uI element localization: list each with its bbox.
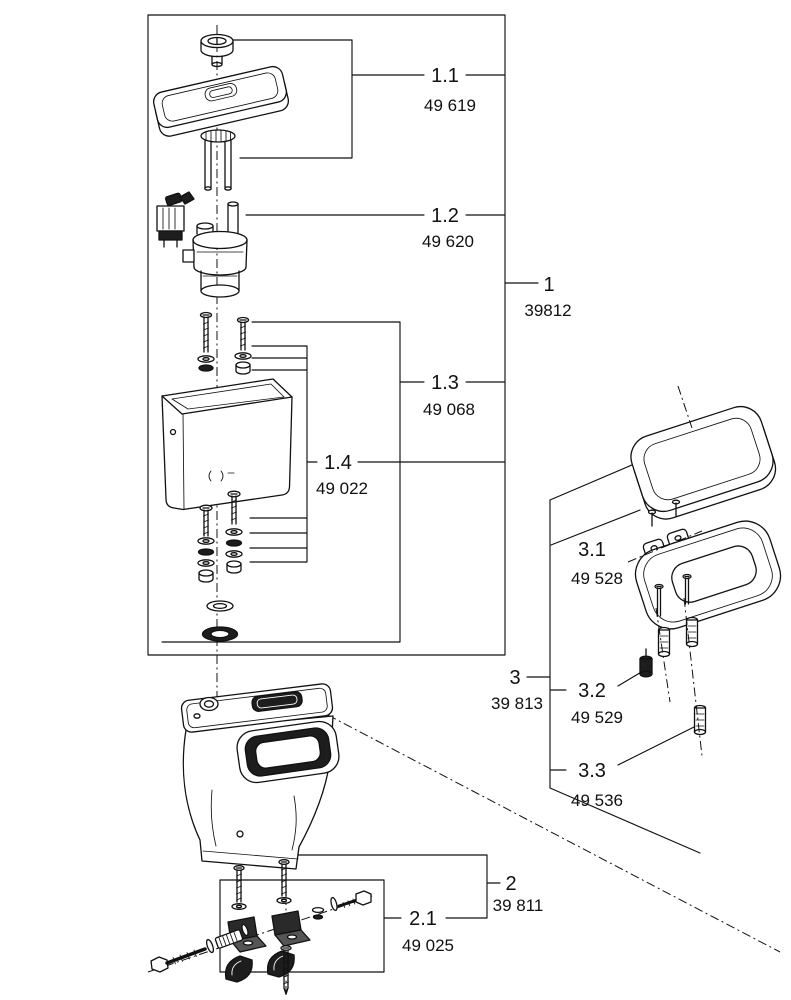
part-cistern-lid [152, 65, 290, 137]
partnum-1: 39812 [524, 301, 571, 320]
partnum-1-1: 49 619 [424, 96, 476, 115]
part-seat-lid [630, 405, 777, 520]
part-tank-bolts-bottom [197, 490, 243, 642]
partnum-2-1: 49 025 [402, 936, 454, 955]
group1-box [147, 14, 506, 656]
side-screw-axis [147, 895, 373, 973]
labels: 1.1 49 619 1.2 49 620 1 39812 1.3 49 068… [316, 65, 623, 955]
partnum-3-1: 49 528 [571, 569, 623, 588]
fixing-axis-right [683, 597, 703, 757]
callout-2-1: 2.1 [409, 908, 437, 930]
part-tank-bolts-top [197, 311, 252, 375]
callout-1: 1 [543, 274, 554, 296]
leader-3-3 [550, 726, 695, 771]
parts [150, 33, 782, 995]
partnum-1-3: 49 068 [423, 400, 475, 419]
hinge-axis [627, 530, 703, 563]
group1-1-box [229, 39, 353, 159]
callout-2: 2 [505, 873, 516, 895]
group2-1-box [219, 879, 385, 973]
part-cistern-tank [161, 378, 293, 511]
partnum-1-4: 49 022 [316, 479, 368, 498]
part-bowl [180, 683, 340, 870]
callout-3-2: 3.2 [578, 680, 606, 702]
frames-and-leaders [147, 14, 701, 973]
partnum-3: 39 813 [491, 694, 543, 713]
part-seat-ring [634, 520, 782, 630]
callout-1-1: 1.1 [431, 65, 459, 87]
seat-axes [627, 385, 703, 757]
part-flush-pipe [200, 129, 236, 191]
callout-1-4: 1.4 [324, 452, 352, 474]
callout-1-3: 1.3 [431, 372, 459, 394]
bowl-seat-axis [279, 689, 781, 953]
group3-box [549, 458, 701, 854]
partnum-3-3: 49 536 [571, 791, 623, 810]
callout-3-3: 3.3 [578, 760, 606, 782]
callout-3: 3 [509, 667, 520, 689]
part-fill-valve [156, 191, 248, 298]
callout-1-2: 1.2 [431, 205, 459, 227]
part-push-button [200, 33, 234, 68]
part-seat-fixings [639, 573, 707, 736]
lid-axis [677, 385, 693, 429]
partnum-1-2: 49 620 [422, 232, 474, 251]
leader-3-1 [550, 509, 641, 546]
group1-4-comb [249, 345, 308, 563]
group1-3-box [161, 321, 401, 643]
partnum-2: 39 811 [493, 896, 544, 915]
fixing-axis-left [655, 607, 671, 703]
partnum-3-2: 49 529 [571, 708, 623, 727]
callout-3-1: 3.1 [578, 539, 606, 561]
part-bowl-fixing-set [150, 859, 372, 995]
leader-2 [289, 854, 501, 919]
